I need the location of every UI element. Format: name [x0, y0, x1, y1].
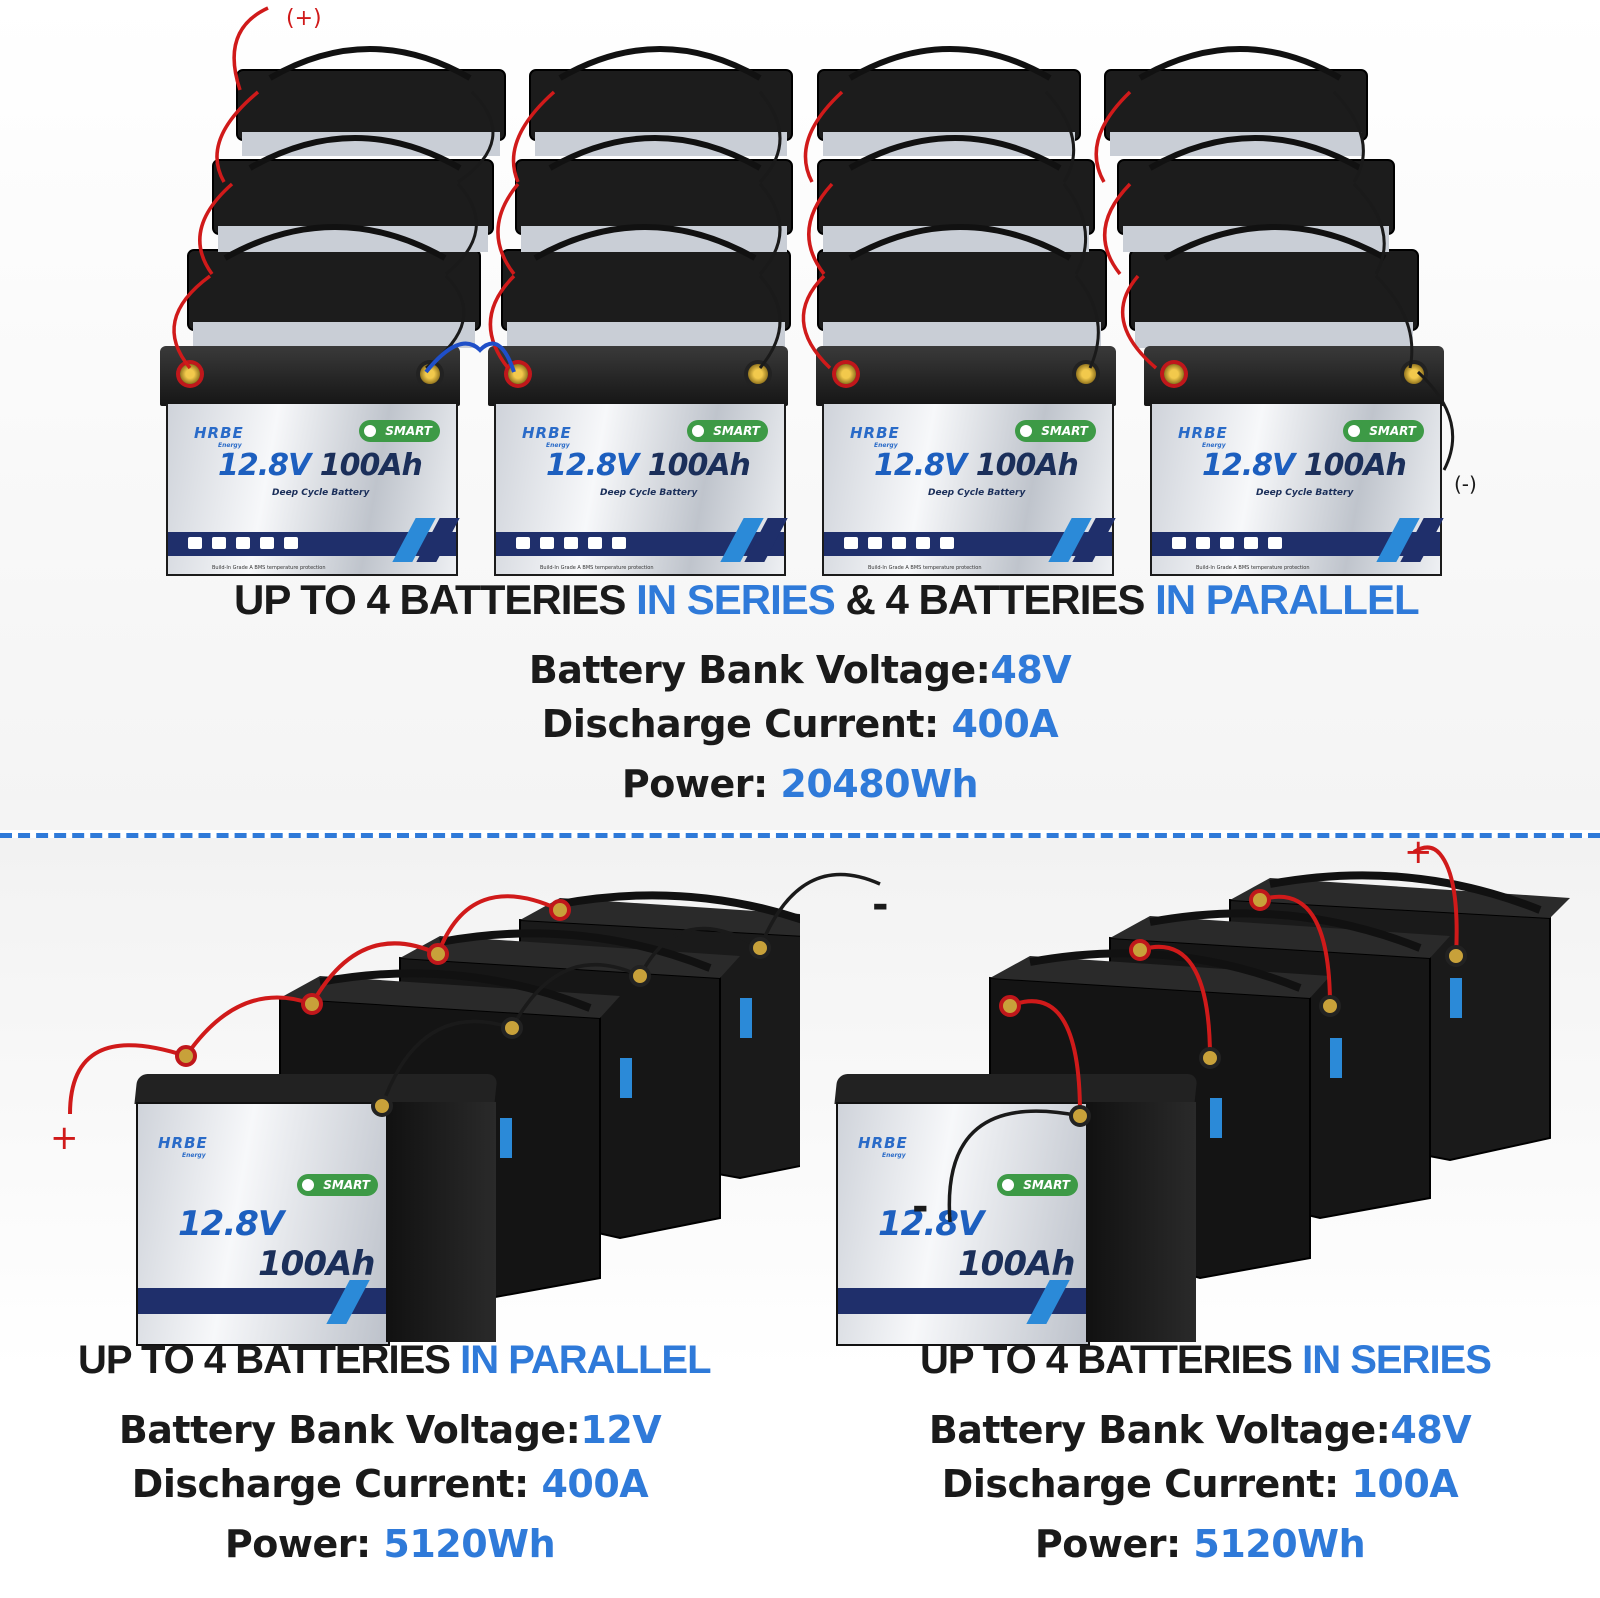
battery-voltage: 12.8V [218, 448, 311, 483]
positive-lead-label: (+) [286, 6, 322, 31]
negative-lead-label: (-) [1454, 472, 1477, 496]
parallel-negative-label: - [872, 882, 889, 928]
brand-logo: HRBE [1178, 424, 1228, 442]
battery-fineprint: Build-In Grade A BMS temperature protect… [868, 565, 982, 571]
brand-logo: HRBE [858, 1134, 908, 1152]
brand-sub: Energy [218, 442, 242, 449]
series-wiring [947, 845, 1467, 1223]
negative-terminal-icon [1076, 364, 1096, 384]
brand-sub: Energy [882, 1152, 906, 1159]
battery-voltage: 12.8V [1202, 448, 1295, 483]
parallel-current-line: Discharge Current: 400A [131, 1462, 649, 1506]
positive-terminal-icon [1164, 364, 1184, 384]
battery-capacity: 100Ah [319, 448, 423, 483]
negative-terminal-icon [420, 364, 440, 384]
battery-fineprint: Build-In Grade A BMS temperature protect… [540, 565, 654, 571]
top-power-line: Power: 20480Wh [621, 762, 979, 806]
smart-badge: SMART [997, 1174, 1078, 1196]
battery-subtitle: Deep Cycle Battery [928, 488, 1026, 498]
battery-capacity: 100Ah [258, 1244, 375, 1284]
brand-sub: Energy [1202, 442, 1226, 449]
parallel-positive-label: + [50, 1118, 79, 1158]
smart-badge: SMART [1343, 420, 1424, 442]
brand-sub: Energy [874, 442, 898, 449]
top-wiring-diagram [172, 6, 1455, 471]
series-negative-label: - [912, 1184, 929, 1230]
series-voltage-line: Battery Bank Voltage:48V [928, 1408, 1472, 1452]
top-voltage-line: Battery Bank Voltage:48V [528, 648, 1072, 692]
battery-voltage: 12.8V [178, 1204, 284, 1244]
series-positive-label: + [1404, 832, 1433, 872]
battery-subtitle: Deep Cycle Battery [1256, 488, 1354, 498]
brand-logo: HRBE [522, 424, 572, 442]
battery-capacity: 100Ah [647, 448, 751, 483]
parallel-heading: UP TO 4 BATTERIES IN PARALLEL [78, 1338, 712, 1382]
negative-terminal-icon [1404, 364, 1424, 384]
parallel-voltage-line: Battery Bank Voltage:12V [118, 1408, 662, 1452]
top-current-line: Discharge Current: 400A [541, 702, 1059, 746]
battery-voltage: 12.8V [878, 1204, 984, 1244]
negative-terminal-icon [748, 364, 768, 384]
series-current-line: Discharge Current: 100A [941, 1462, 1459, 1506]
smart-badge: SMART [687, 420, 768, 442]
smart-badge: SMART [359, 420, 440, 442]
brand-logo: HRBE [158, 1134, 208, 1152]
battery-capacity: 100Ah [1303, 448, 1407, 483]
top-heading: UP TO 4 BATTERIES IN SERIES & 4 BATTERIE… [234, 576, 1420, 623]
battery-fineprint: Build-In Grade A BMS temperature protect… [212, 565, 326, 571]
parallel-power-line: Power: 5120Wh [224, 1522, 556, 1566]
positive-terminal-icon [836, 364, 856, 384]
series-power-line: Power: 5120Wh [1034, 1522, 1366, 1566]
battery-voltage: 12.8V [546, 448, 639, 483]
smart-badge: SMART [1015, 420, 1096, 442]
battery-subtitle: Deep Cycle Battery [272, 488, 370, 498]
section-divider [0, 833, 1600, 839]
series-heading: UP TO 4 BATTERIES IN SERIES [920, 1338, 1492, 1382]
parallel-wiring [68, 872, 881, 1117]
battery-capacity: 100Ah [975, 448, 1079, 483]
brand-sub: Energy [182, 1152, 206, 1159]
battery-capacity: 100Ah [958, 1244, 1075, 1284]
brand-sub: Energy [546, 442, 570, 449]
battery-subtitle: Deep Cycle Battery [600, 488, 698, 498]
battery-fineprint: Build-In Grade A BMS temperature protect… [1196, 565, 1310, 571]
brand-logo: HRBE [194, 424, 244, 442]
positive-terminal-icon [180, 364, 200, 384]
brand-logo: HRBE [850, 424, 900, 442]
smart-badge: SMART [297, 1174, 378, 1196]
battery-voltage: 12.8V [874, 448, 967, 483]
